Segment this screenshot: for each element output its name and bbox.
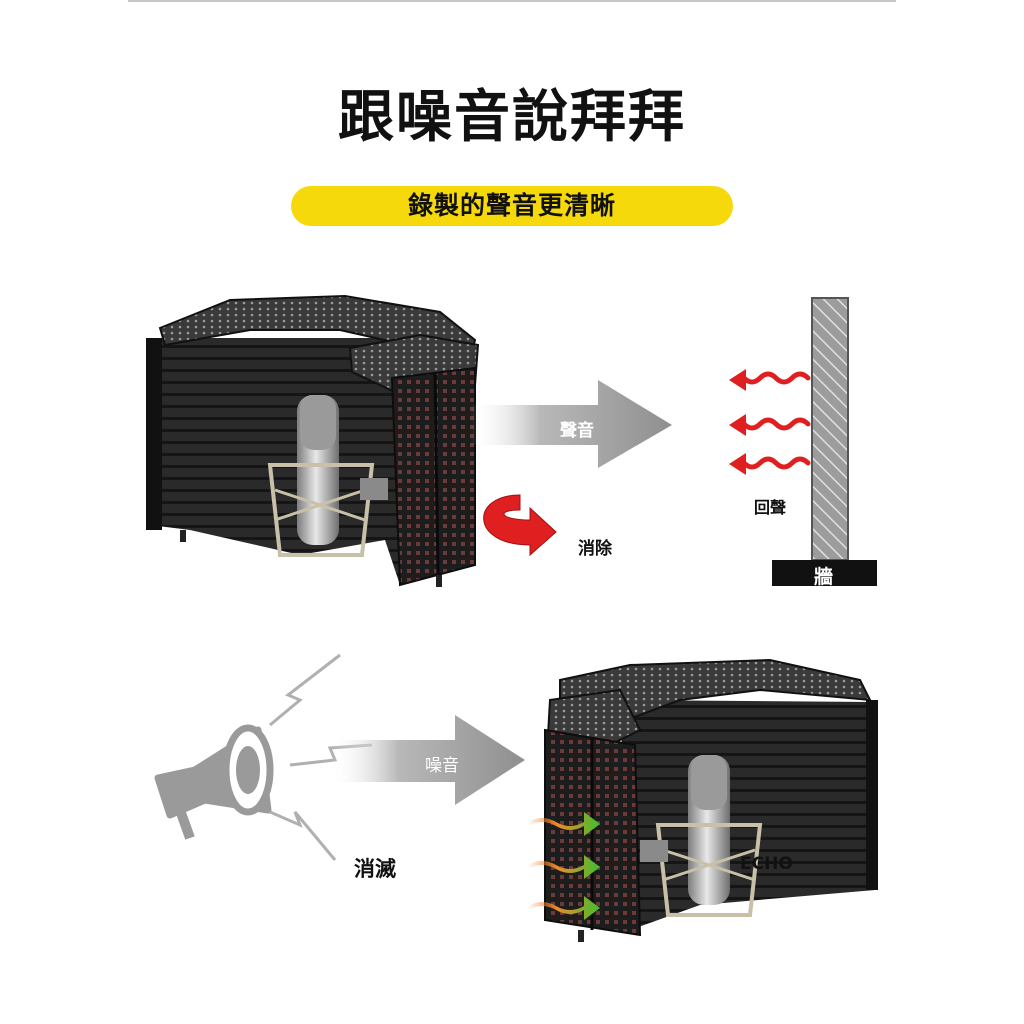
reduce-label: 消滅 [354, 857, 396, 881]
noise-arrow-label: 噪音 [425, 756, 459, 776]
lightning-icon [269, 653, 373, 861]
echo-text-label: ECHO [740, 854, 793, 874]
microphone-icon [267, 395, 388, 557]
subtitle-badge: 錄製的聲音更清晰 [291, 186, 733, 226]
sound-arrow-label: 聲音 [560, 421, 594, 441]
eliminate-label: 消除 [578, 539, 612, 559]
wavy-arrow-icon [741, 371, 811, 470]
echo-label: 回聲 [754, 498, 787, 517]
microphone-icon [640, 755, 763, 917]
top-divider [128, 0, 896, 2]
absorb-arrows [528, 812, 600, 920]
megaphone-icon [154, 724, 274, 840]
eliminate-arrow-icon [483, 494, 557, 557]
wall [772, 297, 877, 586]
vocal-booth-bottom [544, 658, 878, 942]
wall-label: 牆 [814, 566, 834, 588]
vocal-booth-top [146, 294, 480, 587]
page-title: 跟噪音說拜拜 [338, 85, 686, 150]
